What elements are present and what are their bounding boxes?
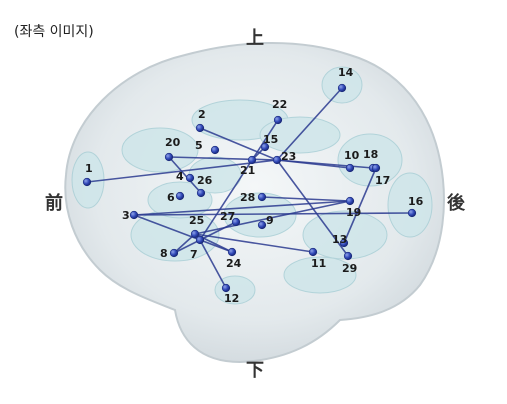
region-node [337,83,347,93]
region-node-label: 13 [332,233,347,246]
connection-line [194,233,314,253]
region-node-label: 5 [195,139,203,152]
region-node-label: 17 [375,174,390,187]
region-node [247,155,257,165]
connection-line [133,212,413,216]
region-node [231,217,241,227]
region-node-label: 15 [263,133,278,146]
region-node [175,191,185,201]
region-node [257,220,267,230]
connection-line [194,200,351,235]
region-node [210,145,220,155]
region-node-label: 1 [85,162,93,175]
region-node-label: 29 [342,262,357,275]
region-node [308,247,318,257]
connection-lines [86,87,413,289]
region-node [185,173,195,183]
connection-line [173,233,196,254]
region-node [273,115,283,125]
region-node [345,163,355,173]
region-node [196,188,206,198]
region-node-label: 10 [344,149,360,162]
region-node [345,196,355,206]
region-node [164,152,174,162]
region-node-label: 25 [189,214,204,227]
region-node [169,248,179,258]
region-node [272,155,282,165]
region-node-label: 12 [224,292,239,305]
direction-bottom-label: 下 [246,360,264,381]
connection-line [276,87,343,161]
connection-line [261,196,351,202]
region-node-label: 28 [240,191,255,204]
direction-front-label: 前 [45,193,63,214]
region-node-label: 4 [176,170,184,183]
region-node [129,210,139,220]
region-node-label: 3 [122,209,130,222]
region-node-label: 16 [408,195,424,208]
connection-line [199,127,278,161]
connection-line [133,200,351,216]
region-nodes: 1234567891011121314151617181920212223242… [82,66,424,305]
region-node [371,163,381,173]
region-node-label: 2 [198,108,206,121]
region-node [407,208,417,218]
region-node-label: 7 [190,248,198,261]
region-node-label: 24 [226,257,242,270]
region-node-label: 20 [165,136,181,149]
connection-line [343,167,377,244]
region-node-label: 14 [338,66,354,79]
direction-top-label: 上 [246,28,264,49]
region-node [227,247,237,257]
region-node-label: 19 [346,206,361,219]
region-node [343,251,353,261]
region-node [195,235,205,245]
region-node-label: 27 [220,210,235,223]
connection-line [276,159,351,169]
region-node-label: 26 [197,174,213,187]
connection-line [168,156,202,194]
region-node-label: 8 [160,247,168,260]
region-node-label: 9 [266,214,274,227]
connection-line [276,159,349,257]
connection-line [133,214,233,253]
region-node [260,142,270,152]
region-node [339,238,349,248]
image-caption: (좌측 이미지) [14,24,94,40]
region-node [190,229,200,239]
direction-back-label: 後 [447,193,465,214]
connection-line [199,119,279,241]
region-node [82,177,92,187]
region-node [257,192,267,202]
region-node-label: 11 [311,257,326,270]
region-node-label: 21 [240,164,255,177]
connection-line [199,239,227,289]
region-node-label: 23 [281,150,296,163]
region-node [195,123,205,133]
connection-line [168,156,278,161]
region-node-label: 6 [167,191,175,204]
region-node [221,283,231,293]
region-node-label: 18 [363,148,378,161]
region-node-label: 22 [272,98,287,111]
